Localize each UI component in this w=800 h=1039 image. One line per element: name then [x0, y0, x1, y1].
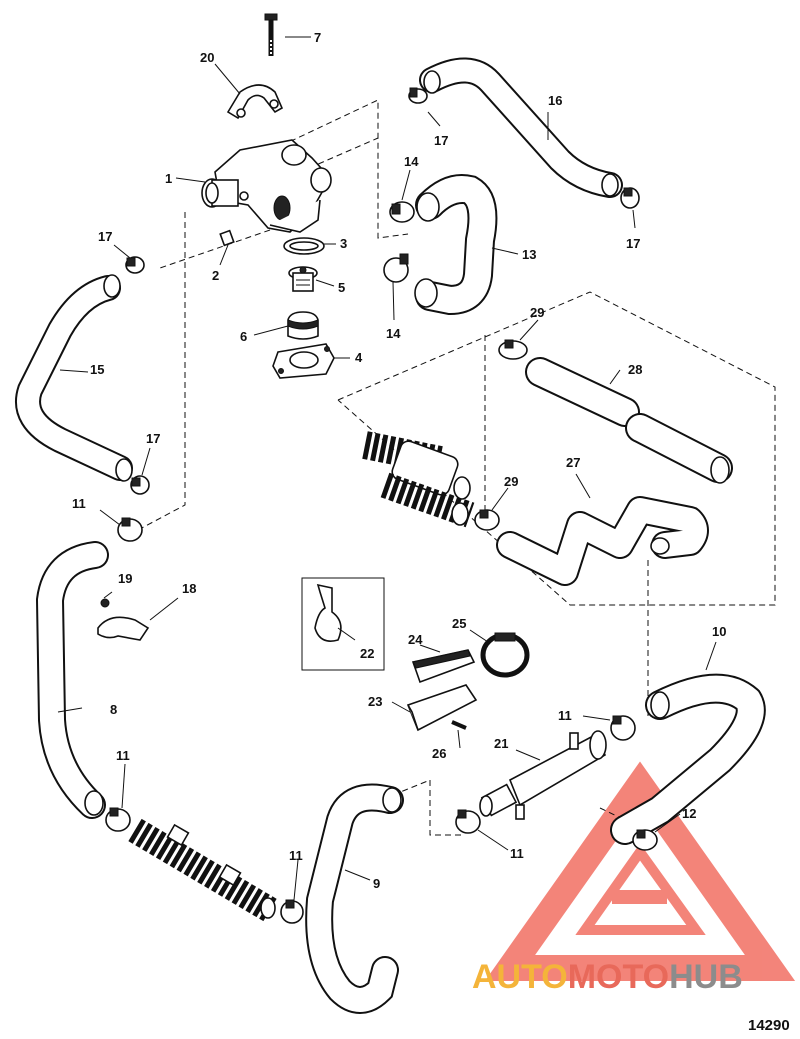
callout-22: 22 [360, 646, 374, 661]
callout-3: 3 [340, 236, 347, 251]
callout-17-lower: 17 [146, 431, 160, 446]
clamp-12 [632, 829, 658, 851]
callout-11-cooler: 11 [510, 846, 524, 861]
clip-22 [314, 583, 342, 642]
callout-12: 12 [682, 806, 696, 821]
callout-19: 19 [118, 571, 132, 586]
hose-15 [15, 274, 133, 482]
clamp-11-upper [117, 517, 143, 542]
clamp-25 [480, 632, 530, 678]
callout-6: 6 [240, 329, 247, 344]
screw-19 [100, 598, 110, 608]
gasket-3 [283, 237, 325, 255]
callout-7: 7 [314, 30, 321, 45]
hose-8 [35, 541, 109, 819]
clamp-14-bottom [383, 253, 409, 283]
pad-24 [411, 649, 476, 684]
clamp-29-top [498, 339, 528, 360]
hose-9 [305, 783, 404, 1014]
watermark-logo [484, 761, 796, 981]
callout-4: 4 [355, 350, 363, 365]
callout-14-bottom: 14 [386, 326, 401, 341]
plug-2 [219, 229, 235, 247]
callout-15: 15 [90, 362, 104, 377]
callout-11-bottom: 11 [289, 848, 303, 863]
clamp-11-right [610, 715, 636, 741]
clamp-17-lower [130, 475, 150, 495]
hose-27 [496, 496, 709, 586]
callout-28: 28 [628, 362, 642, 377]
thermostat-5 [288, 266, 318, 292]
thermostat-housing-1 [201, 139, 332, 233]
clamp-11-bottom [280, 899, 304, 924]
hose-16 [419, 57, 623, 198]
clamp-11-cooler [455, 809, 481, 834]
callout-9: 9 [373, 876, 380, 891]
clip-18 [97, 616, 150, 641]
callout-11-upper: 11 [72, 496, 86, 511]
watermark-word-3: HUB [669, 958, 743, 996]
watermark-text: AUTOMOTOHUB [472, 958, 743, 996]
bracket-23 [406, 684, 478, 732]
hose-13 [414, 174, 498, 316]
clamp-29-mid [474, 509, 500, 531]
callout-29-mid: 29 [504, 474, 518, 489]
callout-21: 21 [494, 736, 508, 751]
hose-10 [610, 673, 766, 845]
clamp-17-left [125, 256, 145, 274]
bracket-20 [226, 84, 284, 120]
callout-2: 2 [212, 268, 219, 283]
callout-25: 25 [452, 616, 466, 631]
figure-number: 14290 [748, 1017, 790, 1034]
callout-10: 10 [712, 624, 726, 639]
callout-5: 5 [338, 280, 345, 295]
callout-8: 8 [110, 702, 117, 717]
callout-17-left: 17 [98, 229, 112, 244]
callout-13: 13 [522, 247, 536, 262]
callout-27: 27 [566, 455, 580, 470]
callouts: 7 20 1 2 3 5 6 4 16 17 17 13 14 14 17 15… [72, 30, 726, 891]
callout-23: 23 [368, 694, 382, 709]
callout-11-lower: 11 [116, 748, 130, 763]
callout-16: 16 [548, 93, 562, 108]
cooler-21 [479, 730, 607, 820]
clamp-14-top [389, 201, 415, 223]
manifold-tube [128, 818, 277, 922]
callout-20: 20 [200, 50, 214, 65]
callout-1: 1 [165, 171, 172, 186]
gasket-4 [272, 343, 335, 379]
screw-26 [451, 720, 467, 730]
exchanger-assembly [362, 431, 475, 528]
callout-17-right: 17 [626, 236, 640, 251]
svg-text:AUTOMOTOHUB: AUTOMOTOHUB [472, 958, 743, 996]
callout-14-top: 14 [404, 154, 419, 169]
clamp-11-lower [105, 807, 131, 832]
callout-26: 26 [432, 746, 446, 761]
callout-17-top: 17 [434, 133, 448, 148]
callout-11-right: 11 [558, 708, 572, 723]
sleeve-6 [287, 311, 319, 340]
callout-24: 24 [408, 632, 423, 647]
callout-29-top: 29 [530, 305, 544, 320]
callout-18: 18 [182, 581, 196, 596]
watermark-word-1: AUTO [472, 958, 568, 996]
bolt-7 [264, 13, 278, 56]
clamp-17-right [620, 187, 640, 209]
hose-28 [525, 357, 733, 484]
watermark-word-2: MOTO [568, 958, 669, 996]
clamp-17-top [408, 87, 428, 104]
leader-lines [57, 36, 717, 901]
